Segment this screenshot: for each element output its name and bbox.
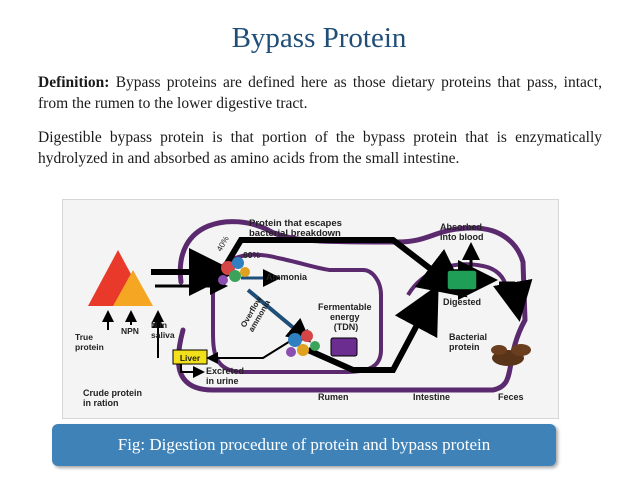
label-feces: Feces	[498, 392, 524, 402]
label-nin-2: saliva	[151, 330, 175, 340]
label-ferm-1: Fermentable	[318, 302, 372, 312]
label-true-2: protein	[75, 342, 104, 352]
label-escape-2: bacterial breakdown	[249, 228, 341, 239]
microbe-cluster-2	[286, 330, 320, 357]
svg-text:Crude protein in ration: Crude protein in ration	[83, 388, 145, 408]
digested-box	[446, 269, 478, 291]
label-excreted-2: in urine	[206, 376, 239, 386]
npn-triangle	[113, 270, 153, 306]
svg-text:True protein: True protein	[75, 332, 104, 352]
definition-paragraph: Definition: Bypass proteins are defined …	[38, 72, 602, 114]
label-absorbed-1: Absorbed	[440, 222, 482, 232]
digestion-diagram-svg: Protein that escapes bacterial breakdown…	[75, 218, 533, 408]
label-true-1: True	[75, 332, 93, 342]
definition-text: Bypass proteins are defined here as thos…	[38, 74, 602, 112]
digestive-tract-outline	[175, 219, 528, 393]
figure-caption: Fig: Digestion procedure of protein and …	[52, 424, 556, 466]
arrow-bacterial-protein	[306, 284, 439, 373]
label-rumen: Rumen	[318, 392, 349, 402]
label-liver: Liver	[180, 353, 201, 363]
label-nin-1: N in	[151, 320, 167, 330]
svg-text:Overflow ammonia: Overflow ammonia	[239, 293, 273, 334]
label-pct40: 40%	[215, 235, 231, 253]
svg-text:Excreted in urine: Excreted in urine	[206, 366, 247, 386]
svg-text:Absorbed into blood: Absorbed into blood	[440, 222, 485, 242]
label-ammonia: Ammonia	[266, 272, 308, 282]
feces-icon	[491, 344, 531, 366]
svg-text:Bacterial protein: Bacterial protein	[449, 332, 490, 352]
arrow-overflow	[246, 288, 312, 343]
label-bacterial-2: protein	[449, 342, 480, 352]
arrow-bypass-protein	[220, 237, 468, 298]
digestion-diagram: Protein that escapes bacterial breakdown…	[62, 199, 559, 419]
svg-text:Fermentable energy: Fermentable energy (TDN)	[318, 302, 374, 332]
slide-title: Bypass Protein	[231, 22, 407, 54]
label-excreted-1: Excreted	[206, 366, 244, 376]
arrow-excreted	[180, 362, 205, 378]
arrow-to-feces	[493, 278, 533, 322]
label-crude-2: in ration	[83, 398, 119, 408]
label-crude-1: Crude protein	[83, 388, 142, 398]
digestible-bypass-paragraph: Digestible bypass protein is that portio…	[38, 129, 602, 167]
label-intestine: Intestine	[413, 392, 450, 402]
tdn-box	[330, 337, 358, 357]
label-ferm-3: (TDN)	[334, 322, 359, 332]
svg-text:Protein that escapes bac: Protein that escapes bacterial breakdown	[249, 218, 345, 239]
label-ferm-2: energy	[330, 312, 360, 322]
label-pct60: 60%	[243, 250, 260, 260]
label-digested: Digested	[443, 297, 481, 307]
label-npn: NPN	[121, 326, 139, 336]
microbe-cluster-1	[218, 257, 250, 285]
definition-label: Definition:	[38, 74, 110, 91]
label-escape-1: Protein that escapes	[249, 218, 342, 229]
label-absorbed-2: into blood	[440, 232, 483, 242]
rumen-inner-outline	[211, 252, 383, 374]
liver-box	[172, 349, 208, 365]
label-bacterial-1: Bacterial	[449, 332, 487, 342]
svg-text:N in saliva: N in saliva	[151, 320, 175, 340]
